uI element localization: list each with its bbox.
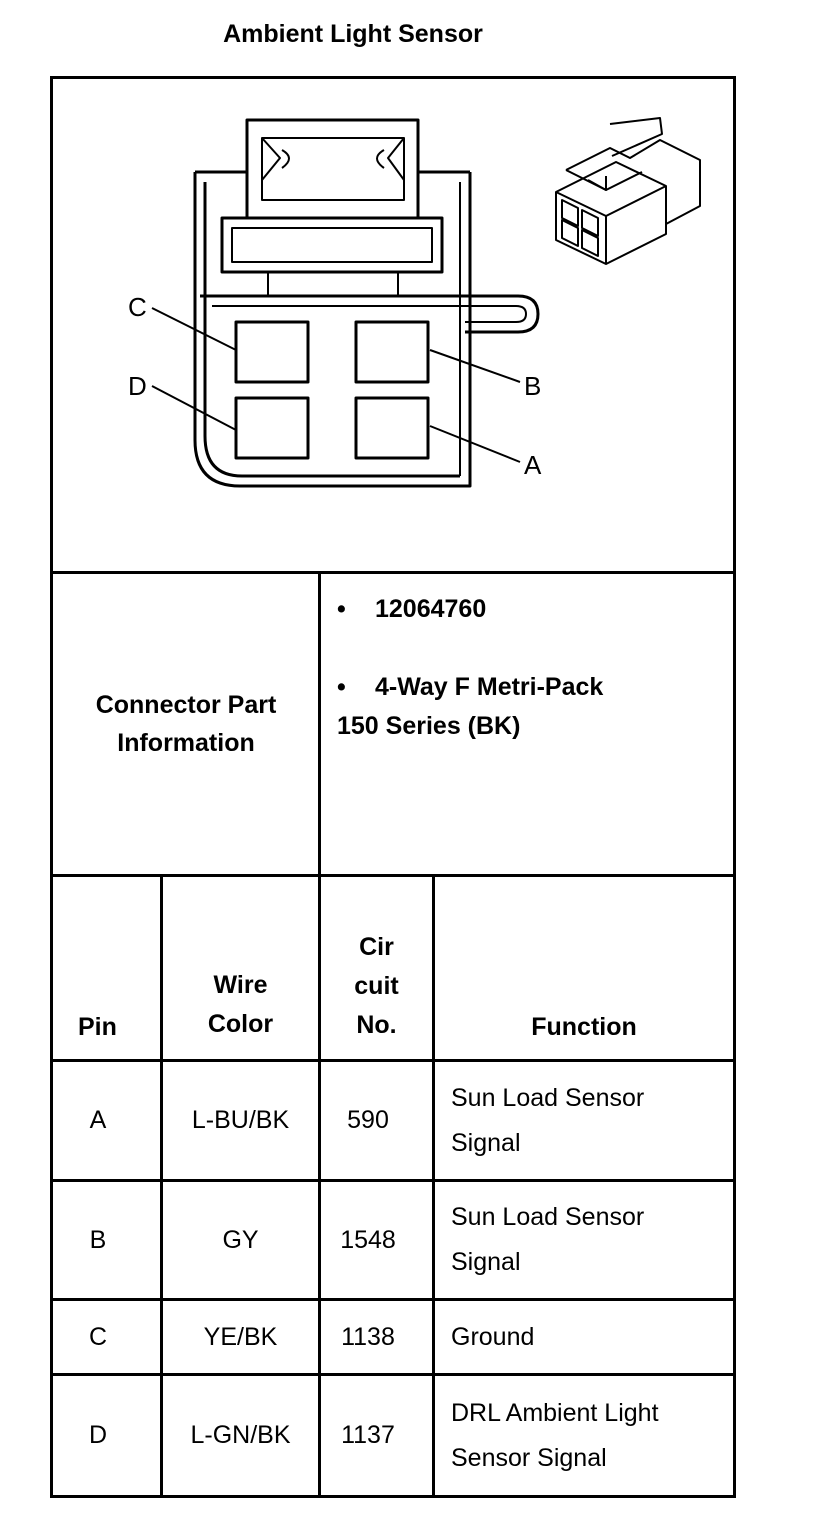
label-line: Connector Part xyxy=(95,691,277,719)
bullet: • xyxy=(337,595,346,623)
table-row-pin: B xyxy=(89,1225,107,1254)
divider xyxy=(50,1298,736,1301)
table-row-wire-color: GY xyxy=(222,1225,259,1254)
table-row-wire-color: L-BU/BK xyxy=(191,1106,290,1134)
divider xyxy=(318,877,321,1495)
part-description: 150 Series (BK) xyxy=(337,712,521,740)
table-row-pin: D xyxy=(88,1421,108,1449)
divider xyxy=(50,1179,736,1182)
divider xyxy=(50,571,736,574)
connector-part-info: • 12064760 • 4-Way F Metri-Pack 150 Series… xyxy=(337,590,727,746)
part-description: 4-Way F Metri-Pack xyxy=(375,673,604,701)
table-row-circuit: 1138 xyxy=(341,1322,395,1351)
header-function: Function xyxy=(531,1013,637,1041)
divider xyxy=(50,1373,736,1376)
connector-face-diagram: C D B A xyxy=(128,117,701,488)
table-row-wire-color: L-GN/BK xyxy=(190,1421,291,1449)
connector-part-info-label: Connector Part Information xyxy=(53,574,319,874)
table-row-circuit: 1548 xyxy=(340,1225,396,1254)
part-number: 12064760 xyxy=(375,595,487,623)
connector-sheet xyxy=(50,76,736,1498)
bullet: • xyxy=(337,673,346,701)
pin-label-d: D xyxy=(128,371,147,401)
header-pin: Pin xyxy=(78,1013,117,1041)
pin-label-b: B xyxy=(524,371,541,401)
table-row-circuit: 1137 xyxy=(341,1421,395,1449)
divider xyxy=(50,1059,736,1062)
page-title: Ambient Light Sensor xyxy=(223,20,483,48)
table-row-pin: C xyxy=(88,1322,108,1351)
table-row-circuit: 590 xyxy=(347,1106,389,1134)
table-row-pin: A xyxy=(89,1106,107,1134)
table-row-function: Ground xyxy=(451,1322,535,1351)
divider xyxy=(432,877,435,1495)
label-line: Information xyxy=(117,729,255,757)
divider xyxy=(160,877,163,1495)
table-row-wire-color: YE/BK xyxy=(203,1322,278,1351)
pin-label-a: A xyxy=(524,450,542,480)
pin-label-c: C xyxy=(128,292,147,322)
divider xyxy=(50,874,736,877)
divider xyxy=(318,574,321,874)
